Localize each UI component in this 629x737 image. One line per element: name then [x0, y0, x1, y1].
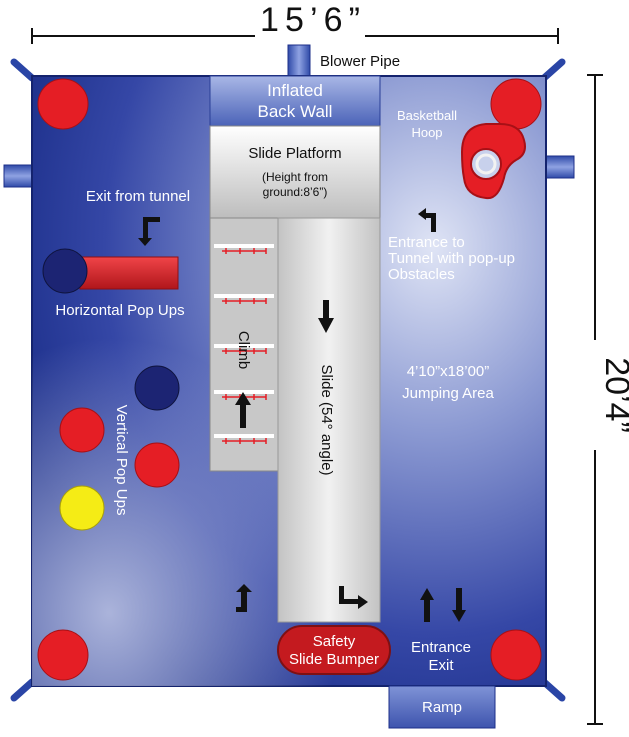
- platform-height-line1: (Height from: [262, 170, 328, 184]
- bumper-label-line1: Safety: [313, 633, 356, 650]
- right-side-pipe: [543, 155, 575, 179]
- basketball-hoop: [460, 123, 526, 200]
- ladder-rung: [214, 294, 274, 304]
- height-dimension: 20’4”: [580, 74, 629, 725]
- entrance-label: Entrance: [411, 639, 471, 656]
- slide-exit-arrow: [339, 586, 368, 609]
- entrance-arrow-up: [420, 588, 434, 622]
- vertical-pop-up-navy: [134, 365, 180, 411]
- exit-tunnel-arrow: [138, 217, 160, 246]
- vertical-pop-up-red-1: [59, 407, 105, 453]
- jumping-area-label: Jumping Area: [402, 385, 494, 402]
- corner-post-top-right: [490, 78, 542, 130]
- inflated-back-wall: [209, 75, 381, 127]
- corner-post-top-left: [37, 78, 89, 130]
- width-dimension: 15’6”: [31, 1, 559, 44]
- slide-platform: [209, 125, 381, 219]
- tunnel-entrance-arrow: [418, 208, 436, 232]
- bumper-label-line2: Slide Bumper: [289, 651, 379, 668]
- climb-ladder: Climb: [209, 217, 279, 472]
- ladder-rung: [214, 344, 274, 354]
- corner-turn-arrow: [236, 584, 252, 612]
- vertical-pop-ups-label: Vertical Pop Ups: [113, 405, 130, 516]
- hoop-label-line1: Basketball: [397, 108, 457, 123]
- slide-label: Slide (54° angle): [318, 364, 335, 475]
- climb-label: Climb: [235, 331, 252, 369]
- exit-arrow-down: [452, 588, 466, 622]
- height-label: 20’4”: [598, 357, 629, 433]
- vertical-pop-up-red-2: [134, 442, 180, 488]
- ladder-rung: [214, 244, 274, 254]
- horizontal-pop-ups-label: Horizontal Pop Ups: [55, 302, 184, 319]
- left-side-pipe: [3, 164, 35, 188]
- climb-up-arrow: [235, 392, 251, 428]
- vertical-pop-up-yellow: [59, 485, 105, 531]
- safety-slide-bumper: [277, 625, 391, 675]
- platform-height-line2: ground:8’6”): [263, 185, 328, 199]
- corner-post-bottom-right: [490, 629, 542, 681]
- back-wall-label-line1: Inflated: [267, 81, 323, 100]
- ramp-label: Ramp: [422, 699, 462, 716]
- jumping-area-dims: 4’10”x18’00”: [407, 363, 490, 380]
- exit-label: Exit: [428, 657, 454, 674]
- ladder-rung: [214, 434, 274, 444]
- slide-down-arrow: [318, 300, 334, 333]
- tunnel-entrance-line1: Entrance to: [388, 234, 465, 251]
- tunnel-entrance-line2: Tunnel with pop-up: [388, 250, 515, 267]
- slide-platform-label: Slide Platform: [248, 145, 341, 162]
- exit-from-tunnel-label: Exit from tunnel: [86, 188, 190, 205]
- horizontal-pop-up: [42, 248, 179, 294]
- tunnel-entrance-line3: Obstacles: [388, 266, 455, 283]
- ramp: [388, 685, 496, 729]
- slide: Slide (54° angle): [277, 217, 381, 623]
- blower-pipe-label: Blower Pipe: [320, 53, 400, 70]
- hoop-label-line2: Hoop: [411, 125, 442, 140]
- corner-post-bottom-left: [37, 629, 89, 681]
- blower-pipe: [287, 44, 311, 80]
- back-wall-label-line2: Back Wall: [258, 102, 333, 121]
